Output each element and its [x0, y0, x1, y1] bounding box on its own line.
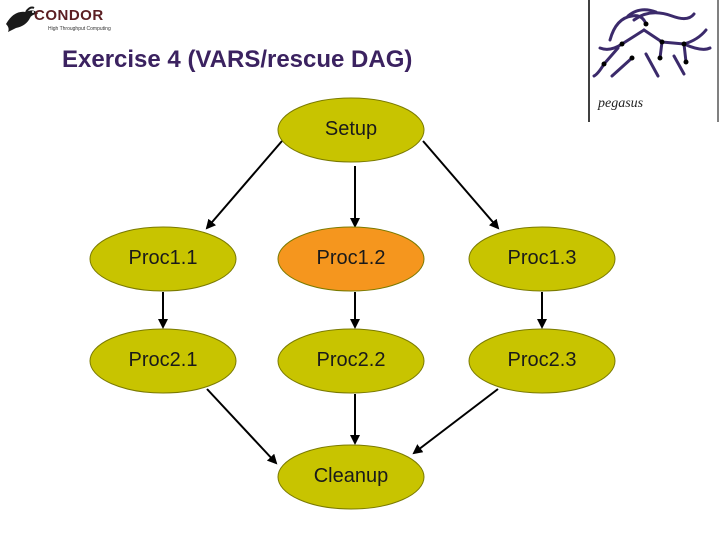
node-label-proc1-3: Proc1.3: [507, 247, 577, 269]
node-proc2-1: [89, 328, 237, 394]
pegasus-wordmark: pegasus: [598, 96, 644, 111]
node-proc2-2: [277, 328, 425, 394]
condor-tagline: High Throughput Computing: [48, 26, 111, 32]
node-proc1-2: [277, 226, 425, 292]
node-label-proc2-3: Proc2.3: [507, 349, 577, 371]
slide-title: Exercise 4 (VARS/rescue DAG): [62, 46, 413, 73]
node-label-proc2-2: Proc2.2: [316, 349, 386, 371]
dag-edges: [158, 140, 547, 465]
dag-nodes: [89, 97, 616, 510]
condor-wordmark: CONDOR: [34, 7, 104, 24]
node-proc1-1: [89, 226, 237, 292]
node-label-proc1-2: Proc1.2: [316, 247, 386, 269]
node-proc2-3: [468, 328, 616, 394]
edge-setup-to-proc1-3: [422, 140, 500, 230]
condor-logo: CONDOR High Throughput Computing: [4, 4, 111, 36]
pegasus-logo: [588, 0, 719, 122]
pegasus-stars: [601, 21, 689, 67]
node-setup: [277, 97, 425, 163]
node-label-proc1-1: Proc1.1: [128, 247, 198, 269]
edge-proc2-3-to-cleanup: [412, 388, 499, 455]
node-label-proc2-1: Proc2.1: [128, 349, 198, 371]
node-proc1-3: [468, 226, 616, 292]
node-cleanup: [277, 444, 425, 510]
node-label-cleanup: Cleanup: [313, 465, 389, 487]
edge-proc2-1-to-cleanup: [206, 388, 278, 465]
condor-bird-icon: [6, 6, 38, 32]
node-label-setup: Setup: [324, 118, 378, 140]
edge-setup-to-proc1-1: [205, 140, 283, 230]
